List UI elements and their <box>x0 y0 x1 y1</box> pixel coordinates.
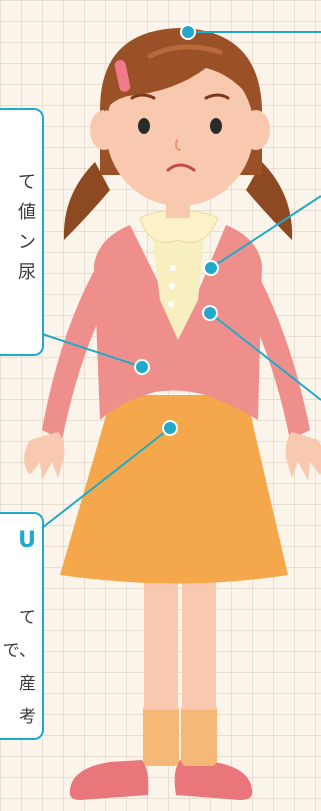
left-bottom-callout-mark: U <box>18 528 36 553</box>
mouth <box>166 163 196 172</box>
left-top-callout-text: て 値 ン 尿 <box>18 172 36 283</box>
blouse <box>150 218 206 340</box>
left-bottom-callout: U て で、 産 考 <box>0 512 44 740</box>
pigtails <box>63 162 293 240</box>
left-top-callout: て 値 ン 尿 <box>0 108 44 356</box>
legs <box>144 575 216 710</box>
nose <box>175 139 181 151</box>
left-bottom-callout-text: て で、 産 考 <box>2 608 36 727</box>
eyebrows <box>130 93 230 100</box>
socks <box>143 704 217 766</box>
callout-dots <box>134 24 219 436</box>
skirt <box>60 395 288 584</box>
eyes <box>138 118 222 134</box>
callout-lines <box>41 31 321 529</box>
blouse-buttons <box>168 265 176 307</box>
shoes <box>69 760 253 800</box>
hair-clip <box>114 60 131 92</box>
